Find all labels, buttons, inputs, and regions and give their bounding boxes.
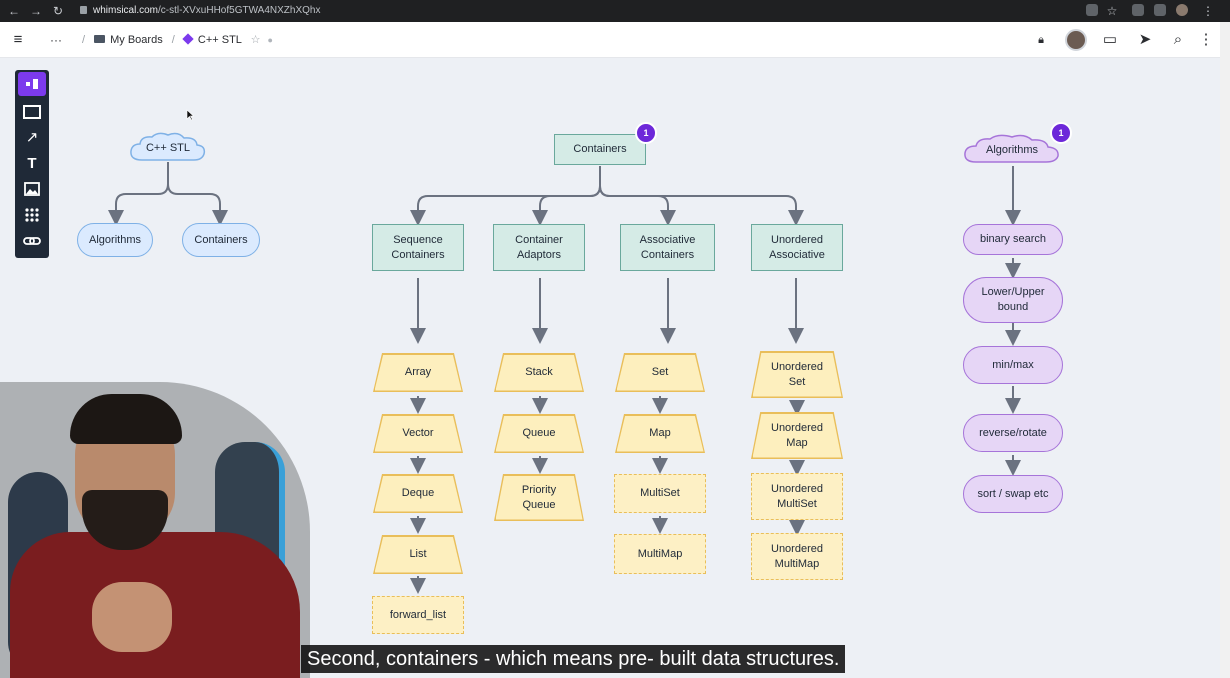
profile-icon[interactable]	[1176, 4, 1188, 16]
reverse-rotate-node[interactable]: reverse/rotate	[963, 414, 1063, 452]
deque-node[interactable]: Deque	[373, 474, 463, 513]
image-icon[interactable]	[18, 177, 46, 201]
cpp-stl-cloud-shape	[130, 132, 206, 161]
map-node[interactable]: Map	[615, 414, 705, 453]
favorite-star-icon[interactable]: ☆	[250, 34, 261, 46]
queue-node[interactable]: Queue	[494, 414, 584, 453]
stack-node[interactable]: Stack	[494, 353, 584, 392]
breadcrumb-folder[interactable]: My Boards	[94, 34, 163, 46]
select-icon[interactable]	[18, 72, 46, 96]
avatar[interactable]	[1065, 29, 1087, 51]
binary-search-node[interactable]: binary search	[963, 224, 1063, 255]
algorithms-title-node[interactable]: Algorithms	[986, 143, 1038, 156]
priority-queue-node[interactable]: Priority Queue	[494, 474, 584, 521]
lower-upper-bound-node[interactable]: Lower/Upper bound	[963, 277, 1063, 323]
extension-icon[interactable]	[1086, 4, 1098, 16]
connectors	[108, 162, 1021, 594]
more-menu-icon[interactable]: ···	[50, 33, 62, 47]
connector	[599, 185, 676, 226]
puzzle-icon[interactable]	[1154, 4, 1166, 16]
unordered-set-node[interactable]: Unordered Set	[751, 351, 843, 398]
board-icon	[182, 33, 194, 45]
unordered-map-node[interactable]: Unordered Map	[751, 412, 843, 459]
list-node[interactable]: List	[373, 535, 463, 574]
lock-icon	[80, 6, 87, 14]
comment-icon[interactable]: ▭	[1102, 31, 1118, 48]
sort-swap-node[interactable]: sort / swap etc	[963, 475, 1063, 513]
star-icon[interactable]: ☆	[1106, 4, 1118, 18]
breadcrumb-separator: /	[171, 34, 175, 46]
grid-icon[interactable]	[18, 203, 46, 227]
min-max-node[interactable]: min/max	[963, 346, 1063, 384]
address-bar[interactable]: whimsical.com/c-stl-XVxuHHof5GTWA4NXZhXQ…	[80, 2, 320, 20]
connector	[532, 185, 601, 226]
browser-chrome: ← → ↻ whimsical.com/c-stl-XVxuHHof5GTWA4…	[0, 0, 1230, 22]
video-caption: Second, containers - which means pre- bu…	[301, 645, 846, 673]
connector	[108, 162, 169, 226]
menu-icon[interactable]: ⋮	[1202, 4, 1214, 18]
presenter-hands	[92, 582, 172, 652]
breadcrumb-board[interactable]: C++ STL	[182, 33, 242, 46]
app-header: ≡ ··· / My Boards / C++ STL ☆ ● 🔒︎ ▭ ➤ ⌕…	[0, 22, 1220, 58]
presenter-beard	[82, 490, 168, 550]
multimap-node[interactable]: MultiMap	[614, 534, 706, 574]
unordered-multiset-node[interactable]: Unordered MultiSet	[751, 473, 843, 520]
forward-list-node[interactable]: forward_list	[372, 596, 464, 634]
sidebar-toggle-icon[interactable]: ≡	[13, 31, 23, 48]
connector	[599, 185, 804, 226]
folder-icon	[94, 35, 106, 43]
connector	[167, 183, 228, 226]
presenter-hair	[70, 394, 182, 444]
lock-icon[interactable]: 🔒︎	[1038, 34, 1044, 46]
associative-containers-node[interactable]: Associative Containers	[620, 224, 715, 271]
container-adaptors-node[interactable]: Container Adaptors	[493, 224, 585, 271]
containers-node[interactable]: Containers	[182, 223, 260, 257]
search-icon[interactable]: ⌕	[1173, 31, 1183, 48]
breadcrumb: / My Boards / C++ STL ☆ ●	[82, 32, 273, 48]
forward-icon[interactable]: →	[30, 4, 42, 18]
set-node[interactable]: Set	[615, 353, 705, 392]
more-icon[interactable]: ⋮	[1198, 31, 1214, 48]
breadcrumb-separator: /	[82, 34, 86, 46]
comment-badge[interactable]: 1	[1050, 122, 1072, 144]
comment-badge[interactable]: 1	[635, 122, 657, 144]
share-icon[interactable]: ➤	[1138, 31, 1152, 48]
rectangle-icon[interactable]	[18, 100, 46, 124]
unordered-multimap-node[interactable]: Unordered MultiMap	[751, 533, 843, 580]
text-icon[interactable]: T	[27, 155, 37, 172]
algorithms-node[interactable]: Algorithms	[77, 223, 153, 257]
connector	[410, 166, 601, 226]
arrow-icon[interactable]: ↗	[25, 129, 39, 146]
webcam-overlay	[0, 382, 310, 678]
back-icon[interactable]: ←	[8, 4, 20, 18]
status-icon: ●	[267, 35, 273, 45]
cpp-stl-node[interactable]: C++ STL	[145, 141, 191, 154]
scrollbar[interactable]	[1220, 22, 1230, 678]
unordered-associative-node[interactable]: Unordered Associative	[751, 224, 843, 271]
link-icon[interactable]	[18, 229, 46, 253]
sequence-containers-node[interactable]: Sequence Containers	[372, 224, 464, 271]
extension-icon[interactable]	[1132, 4, 1144, 16]
array-node[interactable]: Array	[373, 353, 463, 392]
containers-title-node[interactable]: Containers	[554, 134, 646, 165]
multiset-node[interactable]: MultiSet	[614, 474, 706, 513]
tool-palette: ↗ T	[15, 70, 49, 258]
vector-node[interactable]: Vector	[373, 414, 463, 453]
algorithms-cloud-shape	[964, 134, 1059, 163]
mouse-cursor-icon	[186, 109, 194, 121]
reload-icon[interactable]: ↻	[52, 4, 64, 18]
